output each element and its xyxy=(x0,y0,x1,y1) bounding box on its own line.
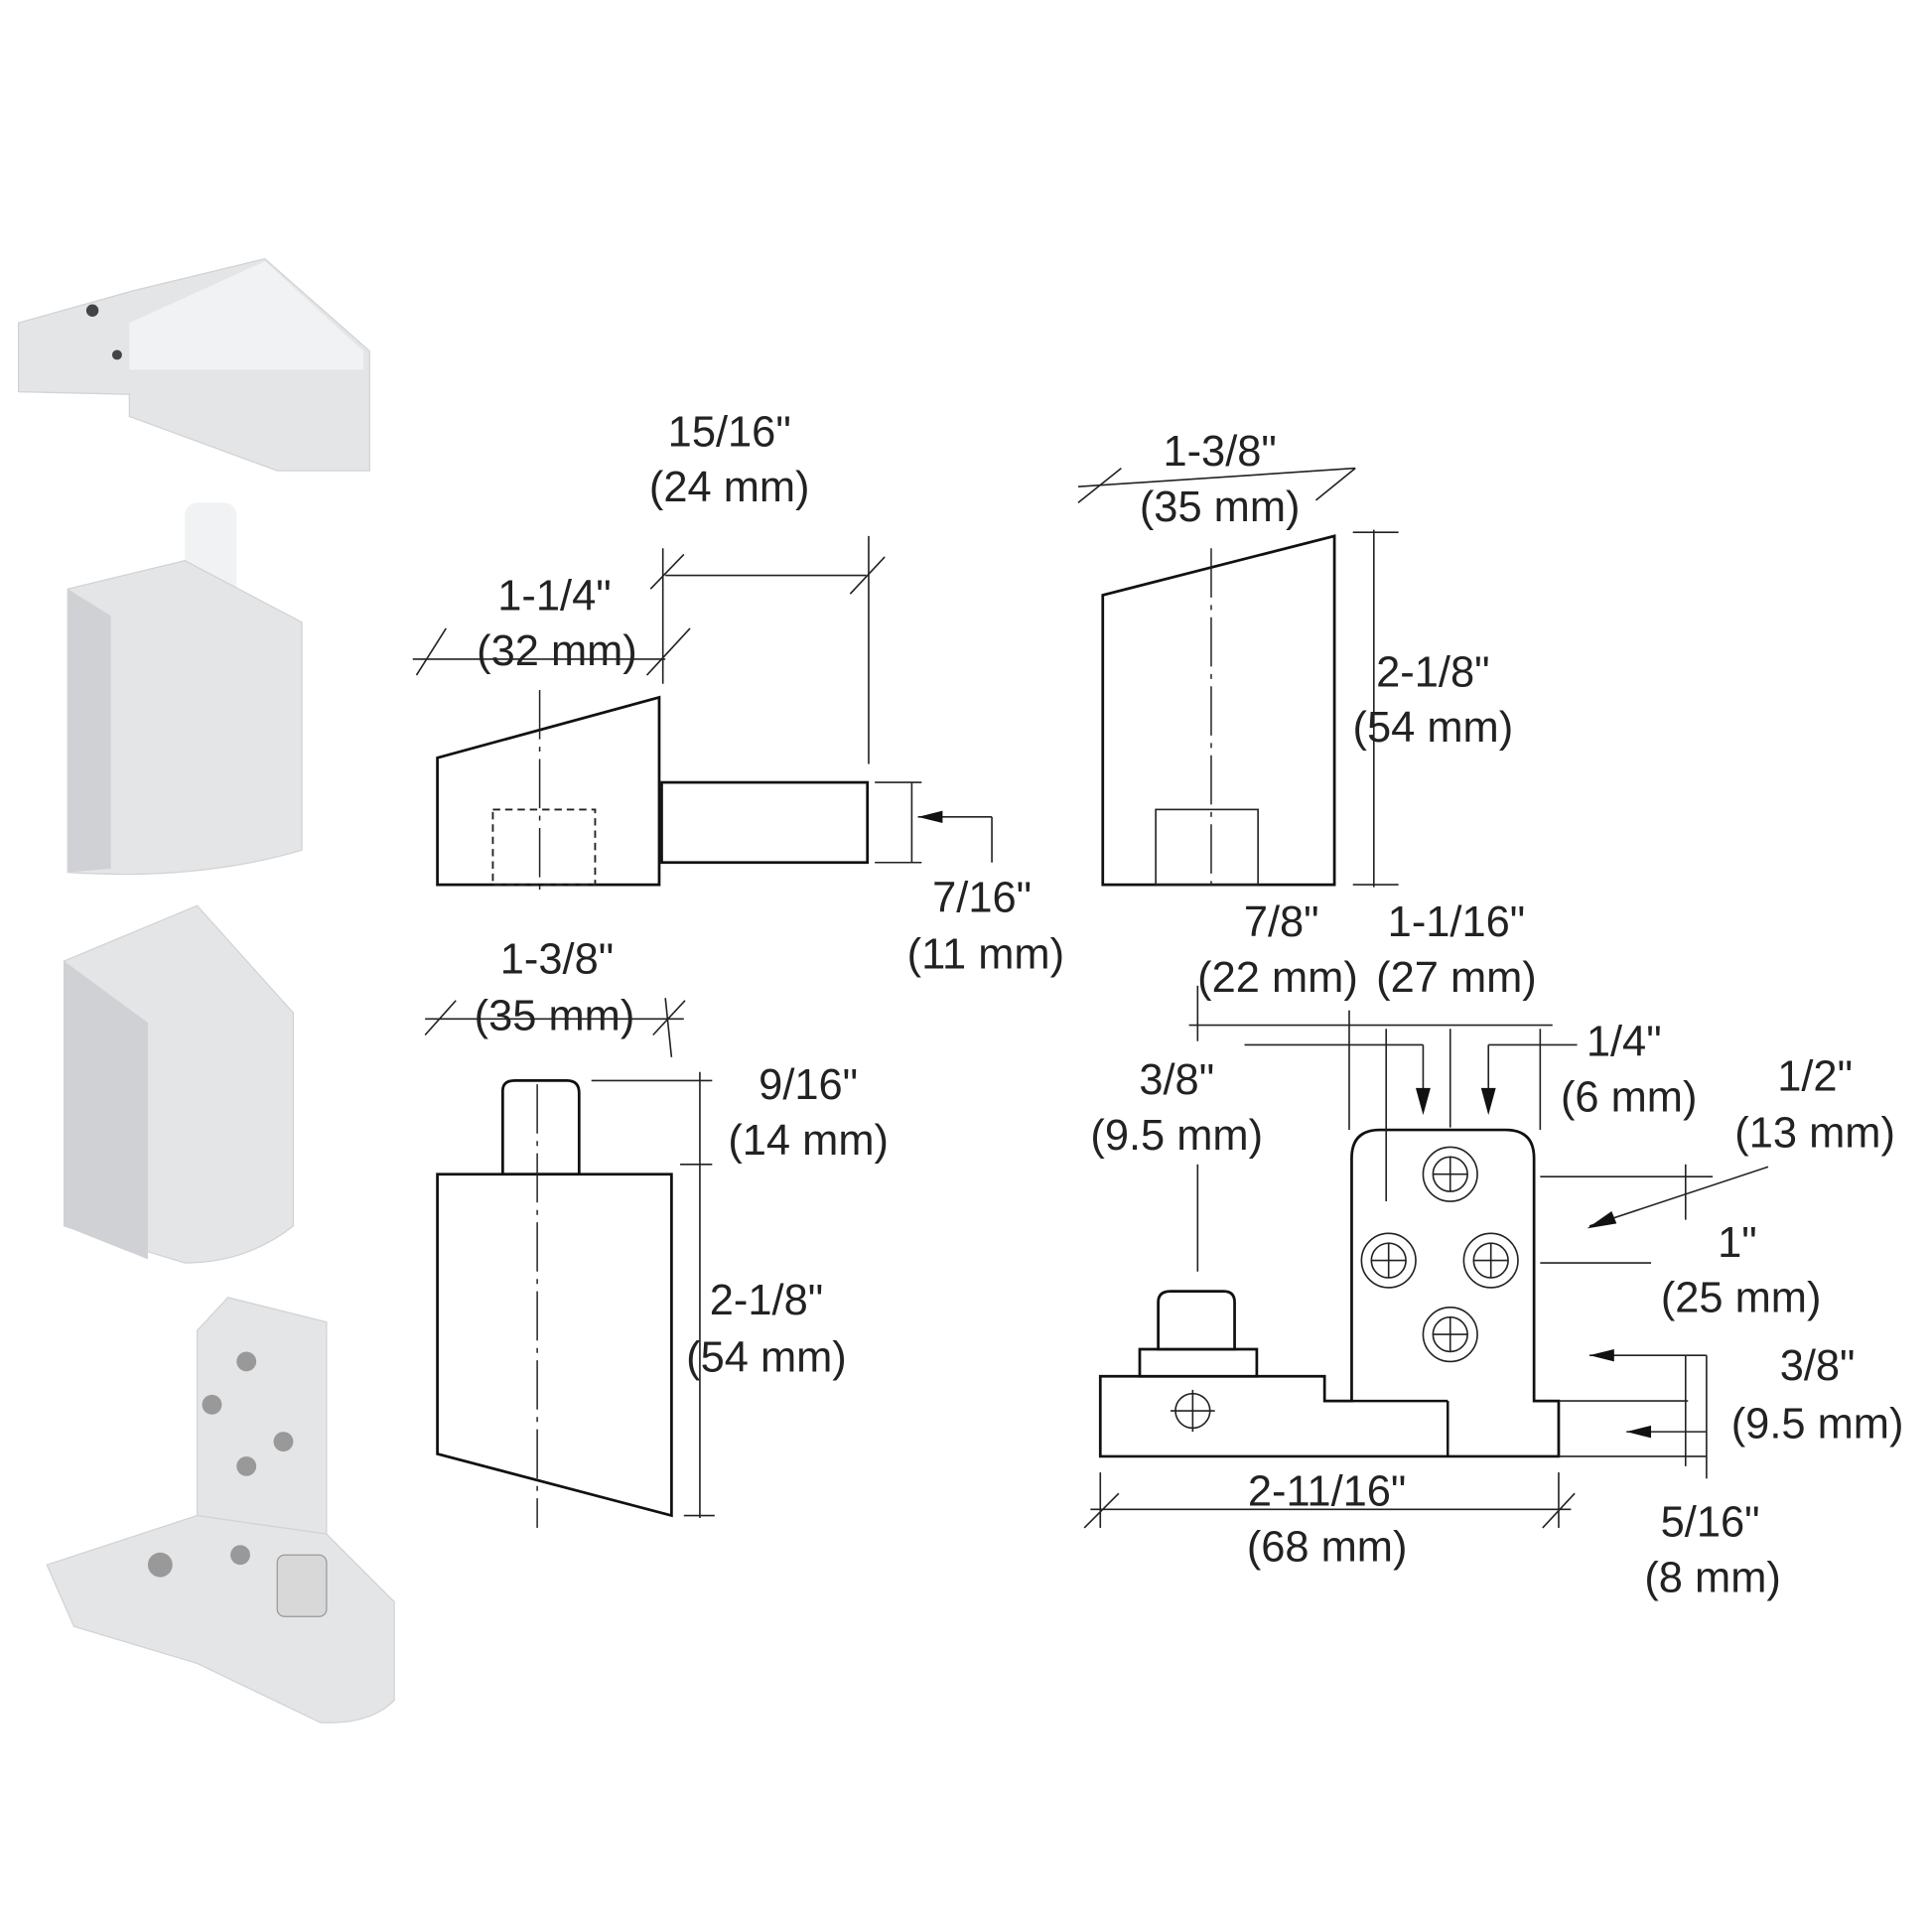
top-left-drawing xyxy=(412,535,993,894)
bottom-pivot-plate-photo xyxy=(46,1297,395,1724)
dim-bottom-left-width-metric: (35 mm) xyxy=(475,993,635,1040)
dim-bottom-left-pin-imperial: 9/16" xyxy=(759,1061,858,1109)
dim-plate-b-imperial: 1-1/16" xyxy=(1388,898,1526,946)
dim-plate-g-metric: (8 mm) xyxy=(1644,1554,1780,1601)
dim-top-left-width-imperial: 15/16" xyxy=(668,408,791,456)
dim-top-left-arm-metric: (11 mm) xyxy=(907,930,1064,978)
dim-plate-b-metric: (27 mm) xyxy=(1376,954,1537,1002)
dim-plate-g-imperial: 5/16" xyxy=(1661,1499,1760,1547)
dim-plate-length-metric: (68 mm) xyxy=(1247,1523,1408,1571)
dim-top-left-width-metric: (24 mm) xyxy=(649,464,810,511)
dim-top-right-height-metric: (54 mm) xyxy=(1353,704,1514,752)
dim-top-right-height-imperial: 2-1/8" xyxy=(1376,648,1489,696)
dim-bottom-left-height-imperial: 2-1/8" xyxy=(710,1277,823,1324)
dim-plate-pin-imperial: 3/8" xyxy=(1139,1056,1214,1104)
dim-plate-a-imperial: 7/8" xyxy=(1244,898,1319,946)
top-pivot-arm-photo xyxy=(17,257,370,472)
bottom-pivot-cap-photo xyxy=(63,904,294,1264)
top-right-drawing xyxy=(1077,467,1399,894)
dim-plate-d-imperial: 1/2" xyxy=(1777,1052,1853,1100)
dim-top-right-width-metric: (35 mm) xyxy=(1140,483,1301,531)
dim-plate-pin-metric: (9.5 mm) xyxy=(1090,1112,1263,1160)
dim-plate-e-imperial: 1" xyxy=(1718,1219,1757,1267)
dim-top-left-body-imperial: 1-1/4" xyxy=(497,572,611,620)
dim-bottom-left-height-metric: (54 mm) xyxy=(686,1333,847,1381)
dim-bottom-left-pin-metric: (14 mm) xyxy=(728,1117,889,1165)
dim-top-left-arm-imperial: 7/16" xyxy=(932,874,1032,921)
dim-plate-d-metric: (13 mm) xyxy=(1734,1109,1895,1157)
top-pivot-pin-block-photo xyxy=(67,502,303,876)
dim-plate-a-metric: (22 mm) xyxy=(1197,954,1358,1002)
dim-plate-f-metric: (9.5 mm) xyxy=(1731,1400,1904,1448)
dim-plate-f-imperial: 3/8" xyxy=(1780,1342,1856,1390)
dim-top-left-body-metric: (32 mm) xyxy=(477,627,637,675)
dim-plate-e-metric: (25 mm) xyxy=(1661,1275,1822,1322)
dim-plate-c-imperial: 1/4" xyxy=(1587,1019,1662,1066)
dim-top-right-width-imperial: 1-3/8" xyxy=(1163,428,1276,476)
dim-plate-c-metric: (6 mm) xyxy=(1561,1073,1697,1121)
dim-plate-length-imperial: 2-11/16" xyxy=(1248,1468,1406,1516)
bottom-right-drawing xyxy=(1083,985,1769,1529)
dim-bottom-left-width-imperial: 1-3/8" xyxy=(500,935,614,983)
bottom-left-drawing xyxy=(424,998,715,1528)
